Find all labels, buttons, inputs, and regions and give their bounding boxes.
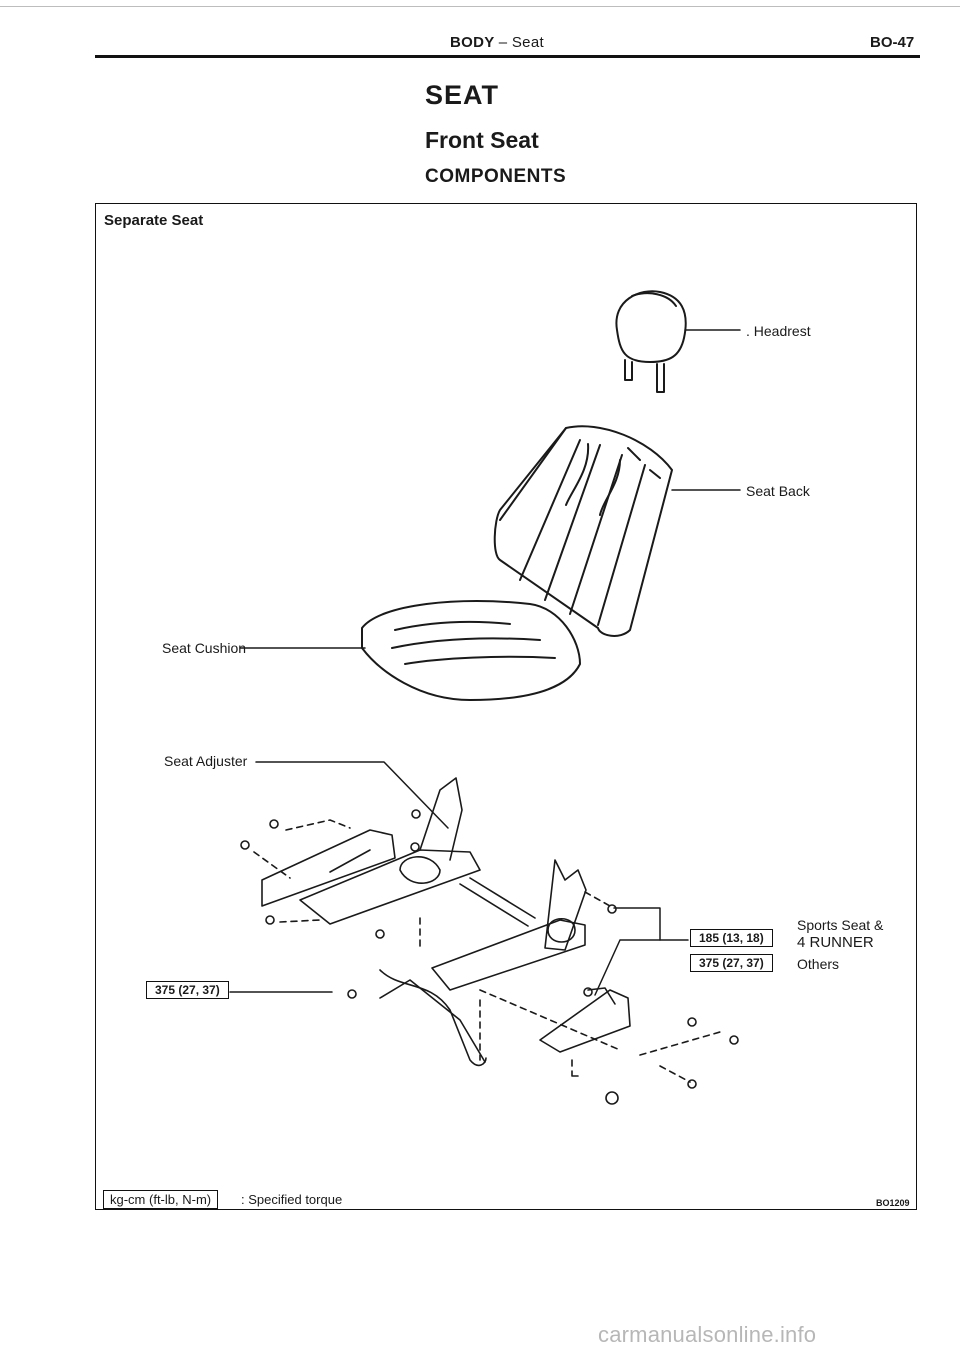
top-rule xyxy=(0,6,960,7)
headrest-illustration xyxy=(615,290,741,393)
page-number: BO-47 xyxy=(870,34,915,51)
heading-front-seat: Front Seat xyxy=(425,127,539,153)
label-seat-adjuster: Seat Adjuster xyxy=(164,753,248,769)
legend-text: : Specified torque xyxy=(241,1192,343,1207)
torque-box-375-right: 375 (27, 37) xyxy=(690,954,773,972)
torque-box-185: 185 (13, 18) xyxy=(690,929,773,947)
seat-adjuster-illustration xyxy=(229,761,739,1105)
header-rule xyxy=(95,55,920,58)
heading-seat: SEAT xyxy=(425,80,500,110)
torque-note-sports-seat: Sports Seat & xyxy=(797,917,884,933)
torque-box-375-left: 375 (27, 37) xyxy=(146,981,229,999)
figure-code: BO1209 xyxy=(876,1198,910,1208)
heading-components: COMPONENTS xyxy=(425,166,567,187)
seat-back-illustration xyxy=(493,425,741,637)
torque-note-others: Others xyxy=(797,956,840,972)
torque-note-4runner: 4 RUNNER xyxy=(797,934,874,951)
legend-unit-box: kg-cm (ft-lb, N-m) xyxy=(103,1190,219,1209)
panel-title: Separate Seat xyxy=(104,212,204,229)
header-section-title: BODY – Seat xyxy=(450,34,544,51)
label-headrest: . Headrest xyxy=(746,323,811,339)
figure-frame xyxy=(95,203,917,1210)
seat-cushion-illustration xyxy=(239,600,581,701)
label-seat-back: Seat Back xyxy=(746,483,810,499)
watermark: carmanualsonline.info xyxy=(598,1322,817,1347)
label-seat-cushion: Seat Cushion xyxy=(162,640,247,656)
